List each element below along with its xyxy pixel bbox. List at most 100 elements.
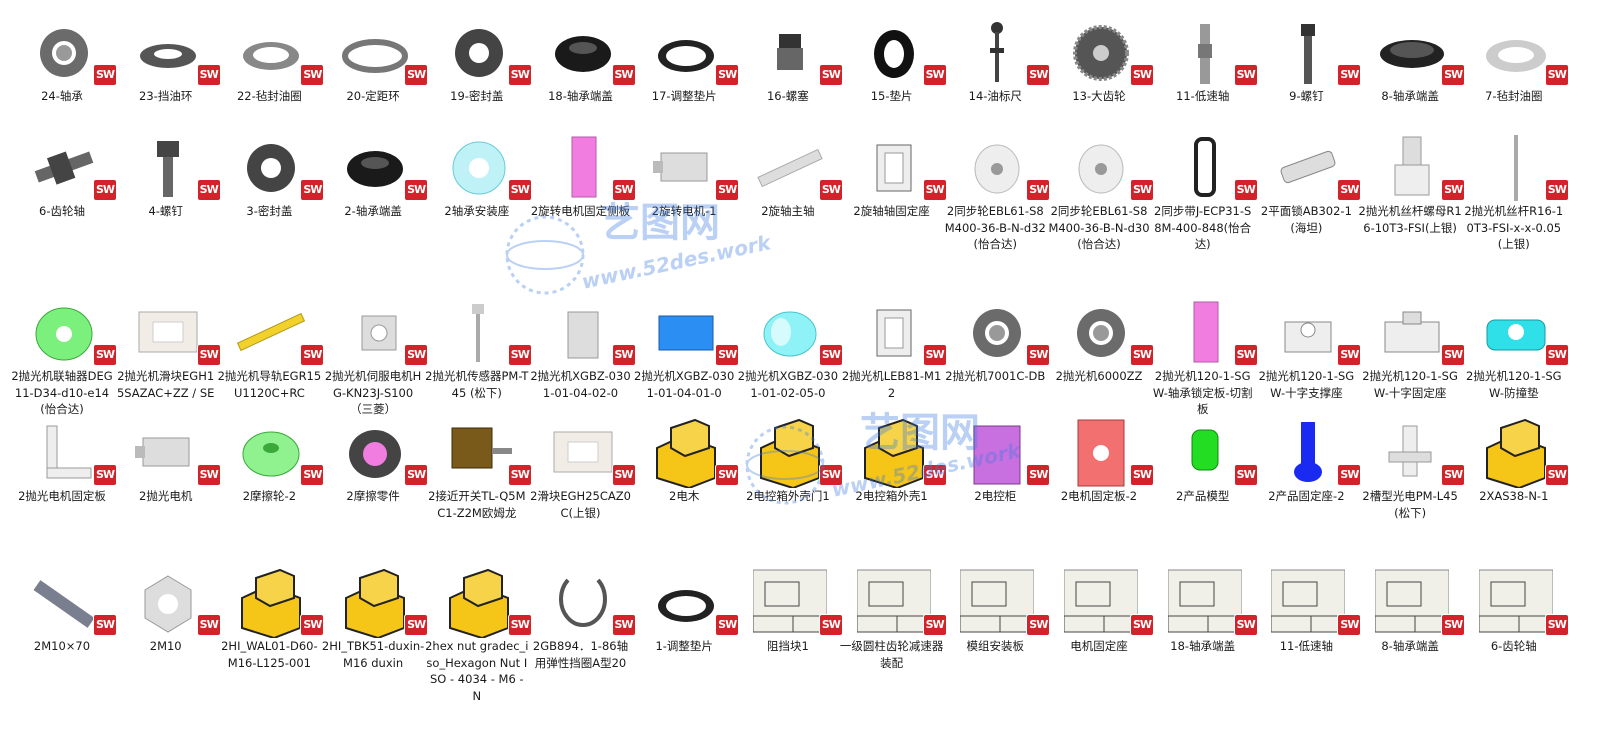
file-item-label: 18-轴承端盖	[1170, 639, 1236, 653]
solidworks-badge-icon: SW	[1027, 345, 1050, 365]
file-item-label: 2抛光机120-1-SGW-防撞垫	[1466, 369, 1562, 400]
plug-screw-icon	[753, 18, 827, 88]
file-item-label: 6-齿轮轴	[39, 204, 85, 218]
file-item-label: 2摩擦轮-2	[242, 489, 297, 503]
file-item-label: 17-调整垫片	[651, 89, 717, 103]
red-plate-icon	[1064, 418, 1138, 488]
solidworks-badge-icon: SW	[819, 345, 842, 365]
end-cap-icon	[1375, 18, 1449, 88]
felt-seal-icon	[234, 18, 308, 88]
solidworks-badge-icon: SW	[1545, 65, 1568, 85]
solidworks-badge-icon: SW	[1442, 65, 1465, 85]
bearing-end-cap-icon	[338, 133, 412, 203]
solidworks-badge-icon: SW	[1338, 65, 1361, 85]
solidworks-badge-icon: SW	[1442, 345, 1465, 365]
solidworks-badge-icon: SW	[1234, 65, 1257, 85]
hex-nut-icon	[131, 568, 205, 638]
part-icon	[649, 418, 723, 488]
lead-screw-icon	[1479, 133, 1553, 203]
file-item-label: 2HI_TBK51-duxin-M16 duxin	[321, 639, 425, 670]
file-item-label: 2抛光机6000ZZ	[1055, 369, 1143, 383]
servo-motor-icon	[338, 298, 412, 368]
file-item-label: 7-毡封油圈	[1485, 89, 1543, 103]
